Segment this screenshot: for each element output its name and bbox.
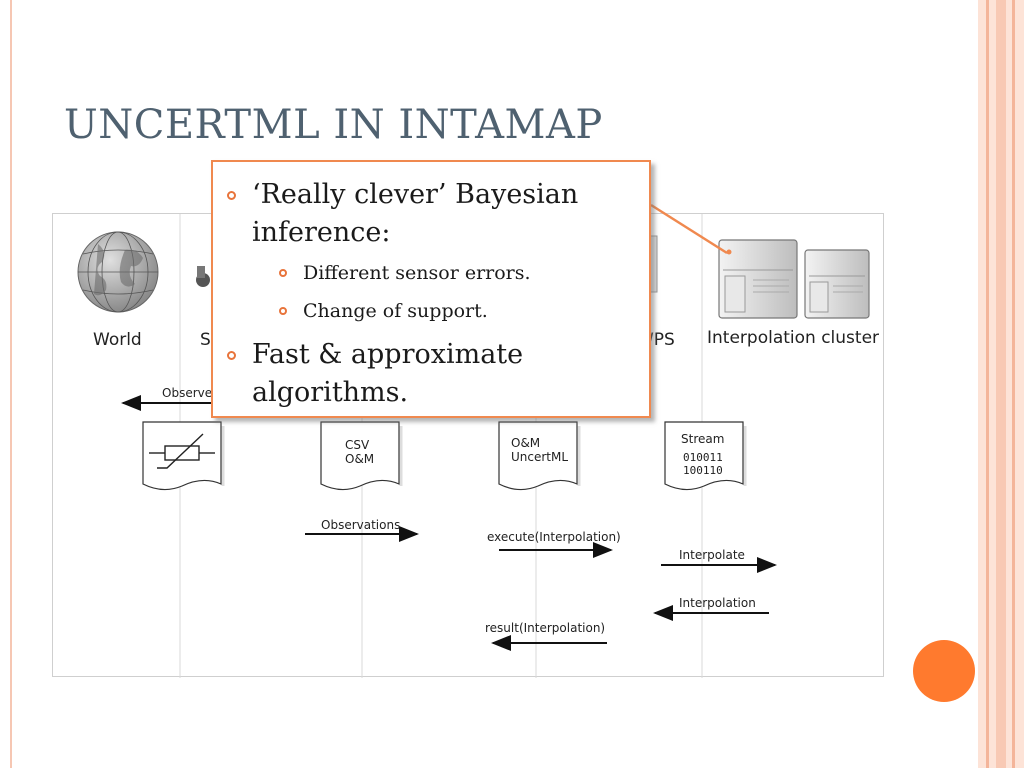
right-decor-stripe: [1012, 0, 1015, 768]
stream-document-bits: 010011 100110: [683, 451, 723, 477]
message-label-interpolation: Interpolation: [679, 596, 756, 610]
bullet-text: Fast & approximate algorithms.: [252, 339, 524, 408]
binoculars-icon: [196, 266, 210, 287]
csv-document-label: CSV O&M: [345, 438, 375, 466]
sensor-symbol-icon: [149, 433, 215, 469]
om-document-label: O&M UncertML: [511, 436, 569, 464]
decorative-orange-circle: [913, 640, 975, 702]
stream-document-title: Stream: [681, 432, 725, 446]
right-decor-stripe: [986, 0, 989, 768]
sub-bullet-text: Different sensor errors.: [303, 262, 531, 284]
server-icon: [718, 239, 798, 319]
message-label-interpolate: Interpolate: [679, 548, 745, 562]
diagram-drawing: [77, 214, 870, 678]
bullet-icon: [279, 307, 287, 315]
sub-bullet-item: Different sensor errors.: [279, 260, 629, 286]
lane-label-world: World: [93, 330, 142, 350]
callout-box: ‘Really clever’ Bayesian inference: Diff…: [211, 160, 651, 418]
lane-label-interpolation-cluster: Interpolation cluster: [707, 328, 880, 348]
server-icon: [804, 249, 870, 319]
sub-bullet-text: Change of support.: [303, 300, 488, 322]
sub-bullet-item: Change of support.: [279, 298, 629, 324]
message-label-execute-interpolation: execute(Interpolation): [487, 530, 621, 544]
slide-title: UNCERTML IN INTAMAP: [64, 102, 603, 148]
message-label-result-interpolation: result(Interpolation): [485, 621, 606, 635]
bullet-icon: [227, 351, 236, 360]
om-document: [498, 421, 578, 491]
left-border-rule: [10, 0, 12, 768]
bullet-icon: [279, 269, 287, 277]
bullet-text: ‘Really clever’ Bayesian inference:: [252, 179, 579, 248]
message-arrows: [121, 395, 777, 651]
globe-icon: [77, 231, 159, 313]
csv-document: [320, 421, 400, 491]
message-label-observe: Observe: [162, 386, 213, 400]
bullet-item: ‘Really clever’ Bayesian inference:: [227, 176, 627, 252]
bullet-item: Fast & approximate algorithms.: [227, 336, 627, 412]
document-shapes: [142, 421, 744, 491]
stream-document: [664, 421, 744, 491]
message-label-observations: Observations: [321, 518, 401, 532]
bullet-icon: [227, 191, 236, 200]
right-decor-stripe: [996, 0, 1006, 768]
